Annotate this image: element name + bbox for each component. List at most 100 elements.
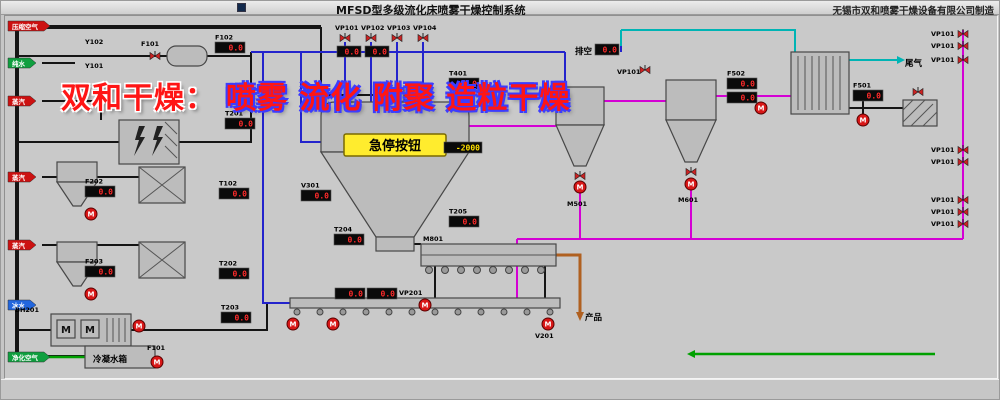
label-VP101: VP101 xyxy=(931,146,955,154)
display: 0.0 xyxy=(726,91,758,104)
svg-text:0.0: 0.0 xyxy=(381,290,396,299)
pump-icon[interactable]: M xyxy=(84,207,98,221)
svg-text:T201: T201 xyxy=(225,110,243,118)
label-F101: F101 xyxy=(147,344,165,352)
lightning-icon xyxy=(134,126,145,156)
svg-text:M: M xyxy=(290,321,297,329)
svg-text:M: M xyxy=(758,105,765,113)
svg-text:T205: T205 xyxy=(449,208,467,216)
steam-heater-2 xyxy=(138,241,186,279)
pump-icon[interactable]: M xyxy=(541,317,555,331)
pump-icon[interactable]: M xyxy=(754,101,768,115)
pump-icon[interactable]: M xyxy=(326,317,340,331)
svg-text:0.0: 0.0 xyxy=(348,236,363,245)
valve-icon[interactable] xyxy=(912,87,924,97)
valve-icon[interactable] xyxy=(957,145,969,155)
svg-text:0.0: 0.0 xyxy=(741,94,756,103)
svg-text:0.0: 0.0 xyxy=(345,48,360,57)
pump-icon[interactable]: M xyxy=(856,113,870,127)
valve-icon[interactable] xyxy=(957,29,969,39)
svg-text:T204: T204 xyxy=(334,226,352,234)
valve-icon[interactable] xyxy=(957,55,969,65)
valve-icon[interactable] xyxy=(149,51,161,61)
label-VP101: VP101 xyxy=(931,56,955,64)
display: 0.0 xyxy=(334,287,366,300)
product-arrow xyxy=(576,312,584,321)
display-T204: T204 0.0 xyxy=(333,226,365,246)
label-VP101: VP101 xyxy=(931,30,955,38)
valve-icon[interactable] xyxy=(365,33,377,43)
pipes-blue xyxy=(251,42,622,304)
label-排空: 排空 xyxy=(575,46,593,57)
svg-text:0.0: 0.0 xyxy=(235,314,250,323)
product-line xyxy=(556,253,584,321)
svg-text:M: M xyxy=(330,321,337,329)
svg-text:冰水: 冰水 xyxy=(12,301,26,310)
svg-text:0.0: 0.0 xyxy=(229,44,244,53)
svg-text:M: M xyxy=(577,184,584,192)
valve-icon[interactable] xyxy=(957,157,969,167)
svg-text:0.0: 0.0 xyxy=(233,270,248,279)
svg-text:蒸汽: 蒸汽 xyxy=(12,173,26,182)
display: 0.0 xyxy=(336,45,362,58)
svg-text:0.0: 0.0 xyxy=(867,92,882,101)
pump-icon[interactable]: M xyxy=(418,298,432,312)
label-M601: M601 xyxy=(678,196,699,204)
label-VP101: VP101 xyxy=(931,208,955,216)
bag-filter xyxy=(790,51,850,115)
valve-icon[interactable] xyxy=(339,33,351,43)
label-V201: V201 xyxy=(535,332,554,340)
bottom-toolbar: 3 清洗等待状态 自动开始 自动停止 报警音 喷雾 CIP 喷雾设置 清洗设置 xyxy=(1,379,999,399)
label-尾气: 尾气 xyxy=(904,58,923,69)
valve-icon[interactable] xyxy=(639,65,651,75)
label-产品: 产品 xyxy=(585,312,603,323)
pump-icon[interactable]: M xyxy=(286,317,300,331)
cyclone-2 xyxy=(665,79,717,163)
title-bar: MFSD型多级流化床喷雾干燥控制系统 无锡市双和喷雾干燥设备有限公司制造 xyxy=(1,1,999,17)
svg-text:0.0: 0.0 xyxy=(233,190,248,199)
valve-icon[interactable] xyxy=(391,33,403,43)
valve-icon[interactable] xyxy=(574,171,586,181)
process-diagram: 急停按钮 xyxy=(4,15,998,379)
svg-text:0.0: 0.0 xyxy=(239,120,254,129)
valve-icon[interactable] xyxy=(957,219,969,229)
svg-text:F203: F203 xyxy=(85,258,103,266)
display: 0.0 xyxy=(364,45,390,58)
pump-icon[interactable]: M xyxy=(132,319,146,333)
electrostatic-filter xyxy=(118,119,180,165)
company-label: 无锡市双和喷雾干燥设备有限公司制造 xyxy=(832,6,994,17)
pump-icon[interactable]: M xyxy=(150,355,164,369)
valve-icon[interactable] xyxy=(957,207,969,217)
feed-label: 净化空气 xyxy=(7,351,51,363)
pump-icon[interactable]: M xyxy=(84,287,98,301)
valve-icon[interactable] xyxy=(685,167,697,177)
pump-icon[interactable]: M xyxy=(684,177,698,191)
pipes-green xyxy=(45,350,935,359)
label-VP101: VP101 xyxy=(617,68,641,76)
tailgas-arrow xyxy=(897,56,905,64)
window-title: MFSD型多级流化床喷雾干燥控制系统 xyxy=(336,4,526,17)
recycle-arrow xyxy=(687,350,695,358)
display: 0.0 xyxy=(366,287,398,300)
cyclone-1 xyxy=(555,86,605,167)
label-VP102: VP102 xyxy=(361,24,384,32)
svg-text:M: M xyxy=(154,359,161,367)
pump-icon[interactable]: M xyxy=(573,180,587,194)
valve-icon[interactable] xyxy=(417,33,429,43)
valve-icon[interactable] xyxy=(957,195,969,205)
valve-icon[interactable] xyxy=(957,41,969,51)
label-Y101: Y101 xyxy=(84,62,104,70)
svg-text:F502: F502 xyxy=(727,70,745,78)
label-F101: F101 xyxy=(141,40,159,48)
label-冷凝水箱: 冷凝水箱 xyxy=(93,354,128,365)
label-VP101: VP101 xyxy=(931,220,955,228)
emergency-stop-button[interactable]: 急停按钮 xyxy=(343,133,447,157)
display: 0.0 xyxy=(594,43,620,56)
svg-text:M: M xyxy=(688,181,695,189)
